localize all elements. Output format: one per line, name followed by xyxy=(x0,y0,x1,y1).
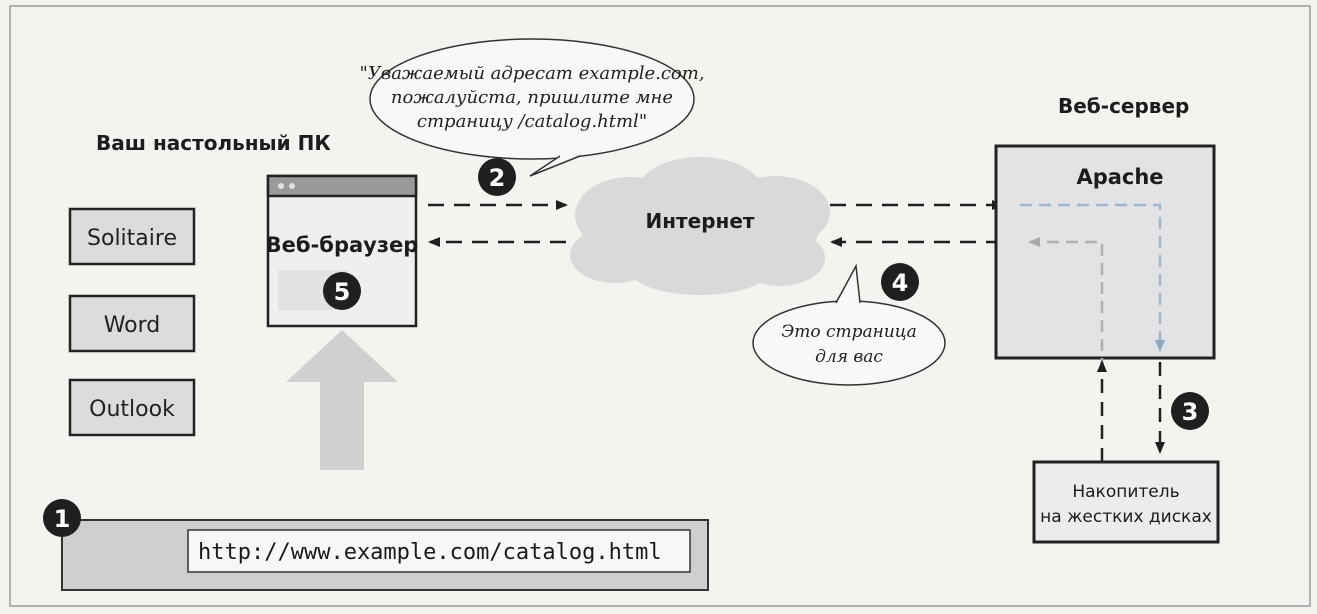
request-line-3: страницу /catalog.html" xyxy=(417,111,647,132)
svg-text:4: 4 xyxy=(892,269,909,297)
apache-label: Apache xyxy=(1076,165,1163,189)
figure-frame xyxy=(9,5,1311,607)
step-marker-2: 2 xyxy=(478,158,516,196)
response-bubble: Это страница для вас xyxy=(752,263,946,386)
address-bar: http://www.example.com/catalog.html xyxy=(61,519,709,591)
apache-internal-request-path xyxy=(1020,203,1165,352)
app-outlook-label: Outlook xyxy=(89,397,175,422)
url-text: http://www.example.com/catalog.html xyxy=(198,540,662,565)
storage-line-1: Накопитель xyxy=(1072,482,1179,502)
step-marker-4: 4 xyxy=(881,263,919,301)
request-line-2: пожалуйста, пришлите мне xyxy=(391,87,673,108)
browser-titlebar xyxy=(266,174,418,198)
app-outlook: Outlook xyxy=(68,378,196,437)
server-title: Веб-сервер xyxy=(1058,94,1189,118)
app-solitaire-label: Solitaire xyxy=(87,226,177,251)
svg-text:3: 3 xyxy=(1182,398,1199,426)
response-line-2: для вас xyxy=(815,347,883,367)
internet-label: Интернет xyxy=(645,209,754,233)
apache-box: Apache xyxy=(994,144,1216,370)
step-marker-5: 5 xyxy=(323,272,361,310)
response-line-1: Это страница xyxy=(781,322,917,342)
svg-text:1: 1 xyxy=(54,505,71,533)
storage-box: Накопитель на жестких дисках xyxy=(1032,460,1220,544)
request-bubble: "Уважаемый адресат example.com, пожалуйс… xyxy=(359,38,705,177)
desktop-title: Ваш настольный ПК xyxy=(96,131,331,155)
svg-text:2: 2 xyxy=(489,164,506,192)
apache-internal-response-path xyxy=(1028,237,1104,370)
step-marker-3: 3 xyxy=(1171,392,1209,430)
browser-label: Веб-браузер xyxy=(266,233,419,257)
step-marker-1: 1 xyxy=(43,499,81,537)
internet-cloud: Интернет xyxy=(570,157,830,295)
app-solitaire: Solitaire xyxy=(68,207,196,266)
request-line-1: "Уважаемый адресат example.com, xyxy=(359,63,704,84)
storage-line-2: на жестких дисках xyxy=(1040,507,1212,527)
app-word: Word xyxy=(68,294,196,353)
upload-arrow xyxy=(286,330,398,470)
svg-text:5: 5 xyxy=(334,278,351,306)
app-word-label: Word xyxy=(104,313,161,338)
